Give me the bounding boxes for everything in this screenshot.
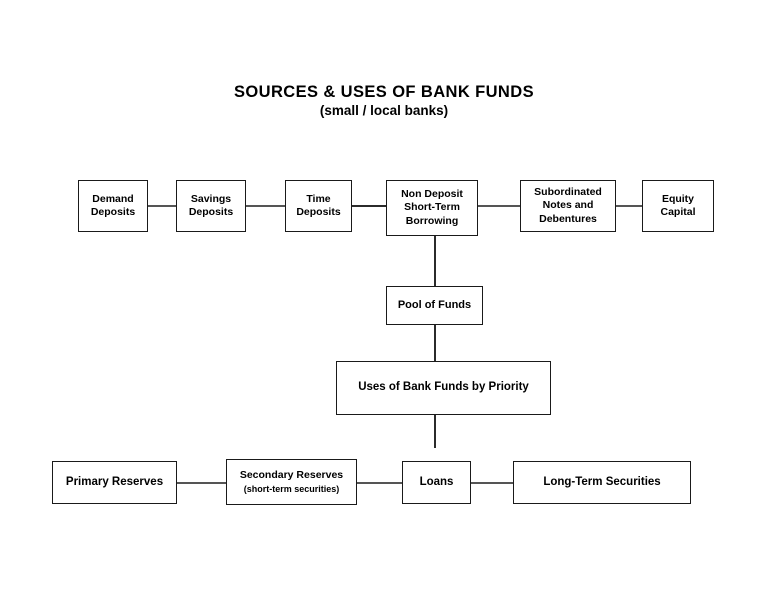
node-subordinated-notes-and-debentures-label: Subordinated Notes and Debentures xyxy=(534,185,602,225)
node-savings-deposits[interactable]: Savings Deposits xyxy=(176,180,246,232)
connector-savings-to-time xyxy=(246,205,285,207)
node-non-deposit-short-term-borrowing[interactable]: Non Deposit Short-Term Borrowing xyxy=(386,180,478,236)
node-loans[interactable]: Loans xyxy=(402,461,471,504)
node-equity-capital-label: Equity Capital xyxy=(660,192,696,219)
connector-time-to-nondeposit xyxy=(352,205,386,207)
connector-nondeposit-to-subordinated xyxy=(478,205,520,207)
node-secondary-reserves-sublabel: (short-term securities) xyxy=(243,483,340,494)
node-time-deposits-label: Time Deposits xyxy=(296,192,341,219)
node-uses-of-bank-funds-by-priority[interactable]: Uses of Bank Funds by Priority xyxy=(336,361,551,415)
connector-primary-to-secondary xyxy=(177,482,226,484)
node-secondary-reserves-stack: Secondary Reserves (short-term securitie… xyxy=(237,469,346,495)
connector-pool-to-uses xyxy=(434,325,436,361)
node-demand-deposits[interactable]: Demand Deposits xyxy=(78,180,148,232)
connector-loans-to-longterm xyxy=(471,482,513,484)
connector-subordinated-to-equity xyxy=(616,205,642,207)
node-long-term-securities-label: Long-Term Securities xyxy=(543,475,661,488)
node-loans-label: Loans xyxy=(419,475,454,488)
connector-demand-to-savings xyxy=(148,205,176,207)
node-savings-deposits-label: Savings Deposits xyxy=(188,192,234,219)
diagram-title: SOURCES & USES OF BANK FUNDS xyxy=(234,83,534,101)
diagram-subtitle: (small / local banks) xyxy=(319,103,449,118)
connector-secondary-to-loans xyxy=(357,482,402,484)
diagram-title-block: SOURCES & USES OF BANK FUNDS (small / lo… xyxy=(0,82,768,120)
node-primary-reserves[interactable]: Primary Reserves xyxy=(52,461,177,504)
connector-nondeposit-to-pool xyxy=(434,236,436,286)
node-long-term-securities[interactable]: Long-Term Securities xyxy=(513,461,691,504)
node-pool-of-funds[interactable]: Pool of Funds xyxy=(386,286,483,325)
node-non-deposit-short-term-borrowing-label: Non Deposit Short-Term Borrowing xyxy=(401,187,463,227)
node-uses-of-bank-funds-by-priority-label: Uses of Bank Funds by Priority xyxy=(358,381,529,394)
connector-uses-to-loans xyxy=(434,415,436,448)
node-primary-reserves-label: Primary Reserves xyxy=(65,475,164,488)
node-demand-deposits-label: Demand Deposits xyxy=(90,192,136,219)
node-equity-capital[interactable]: Equity Capital xyxy=(642,180,714,232)
node-secondary-reserves-label: Secondary Reserves xyxy=(239,469,344,482)
node-subordinated-notes-and-debentures[interactable]: Subordinated Notes and Debentures xyxy=(520,180,616,232)
node-pool-of-funds-label: Pool of Funds xyxy=(397,298,472,311)
node-secondary-reserves[interactable]: Secondary Reserves (short-term securitie… xyxy=(226,459,357,505)
node-time-deposits[interactable]: Time Deposits xyxy=(285,180,352,232)
